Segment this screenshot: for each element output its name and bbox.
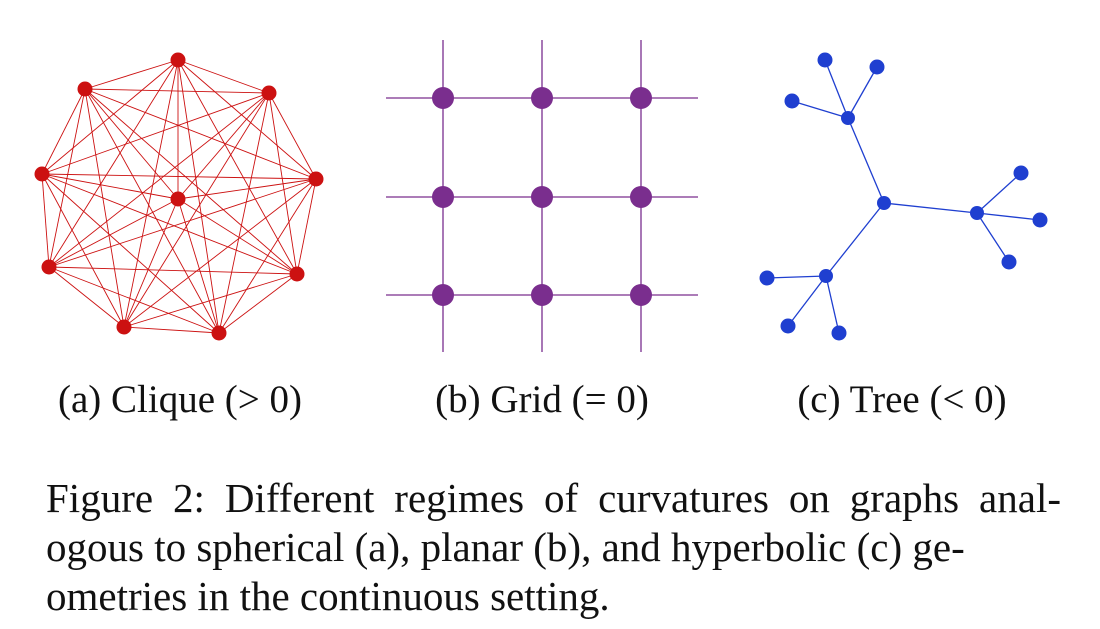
clique-edge [177,92,270,200]
tree-node [1001,254,1017,270]
tree-edge [825,202,885,277]
grid-node [630,87,652,109]
grid-node [432,87,454,109]
clique-edge [218,273,298,334]
tree-node [784,93,800,109]
clique-edge [84,88,298,275]
clique-edge [41,92,270,175]
clique-edge [84,59,179,90]
tree-node [1013,165,1029,181]
clique-node [77,81,93,97]
clique-edge [48,88,86,268]
tree-node [780,318,796,334]
clique-edge [123,92,270,328]
clique-edge [123,178,317,328]
clique-edge [48,266,220,334]
figure-graphs [34,40,1048,352]
clique-edge [84,88,125,328]
clique-edge [177,59,220,334]
clique-edge [48,59,179,268]
clique-edge [41,173,220,334]
clique-edge [41,173,125,328]
clique-edge [123,198,179,328]
clique-node [261,85,277,101]
tree-node [869,59,885,75]
grid-node [630,284,652,306]
tree-node [1032,212,1048,228]
tree-edge [766,275,827,279]
clique-edge [177,59,298,275]
tree-edge [847,117,885,204]
clique-edge [48,266,298,275]
clique-edge [177,178,317,200]
clique-edge [84,88,270,94]
clique-node [116,319,132,335]
clique-edge [41,88,86,175]
clique-edge [296,178,317,275]
subcaption-b: (b) Grid (= 0) [435,378,649,421]
grid-node [630,186,652,208]
tree-edge [976,172,1022,214]
clique-edge [48,92,270,268]
clique-edge [123,273,298,328]
tree-node [877,196,891,210]
clique-edge [177,59,317,180]
clique-node [308,171,324,187]
clique-edge [48,178,317,268]
tree-node [817,52,833,68]
tree-edge [825,275,840,334]
caption-line: Figure 2: Different regimes of curvature… [46,475,1061,521]
clique-edge [123,326,220,334]
grid-graph [386,40,698,352]
tree-edge [787,275,827,327]
clique-edge [41,173,317,180]
clique-edge [41,173,179,200]
clique-edge [84,88,317,180]
clique-node [34,166,50,182]
tree-edge [824,59,849,119]
clique-edge [41,59,179,175]
clique-node [41,259,57,275]
grid-node [531,87,553,109]
tree-node [759,270,775,286]
tree-node [819,269,833,283]
clique-node [170,191,186,207]
clique-edge [177,59,270,94]
clique-edge [218,178,317,334]
clique-graph [34,52,324,341]
clique-edge [177,198,220,334]
figure-caption: Figure 2: Different regimes of curvature… [46,474,1061,621]
clique-node [211,325,227,341]
tree-graph [759,52,1048,341]
clique-edge [268,92,317,180]
tree-edge [847,66,878,119]
grid-node [531,284,553,306]
clique-edge [84,88,179,200]
clique-edge [123,59,179,328]
tree-edge [883,202,978,214]
clique-edge [41,173,298,275]
tree-node [831,325,847,341]
clique-edge [48,266,125,328]
tree-edge [976,212,1010,263]
clique-node [289,266,305,282]
grid-node [432,284,454,306]
grid-node [531,186,553,208]
clique-edge [84,88,220,334]
tree-node [841,111,855,125]
subcaption-a: (a) Clique (> 0) [58,378,302,421]
grid-node [432,186,454,208]
clique-edge [48,198,179,268]
caption-line: ogous to spherical (a), planar (b), and … [46,524,965,570]
tree-edge [976,212,1041,221]
clique-edge [177,198,298,275]
tree-edge [791,100,849,119]
clique-node [170,52,186,68]
clique-edge [41,173,50,268]
tree-node [970,206,984,220]
caption-line: ometries in the continuous setting. [46,573,610,619]
subcaption-c: (c) Tree (< 0) [797,378,1007,421]
clique-edge [218,92,270,334]
